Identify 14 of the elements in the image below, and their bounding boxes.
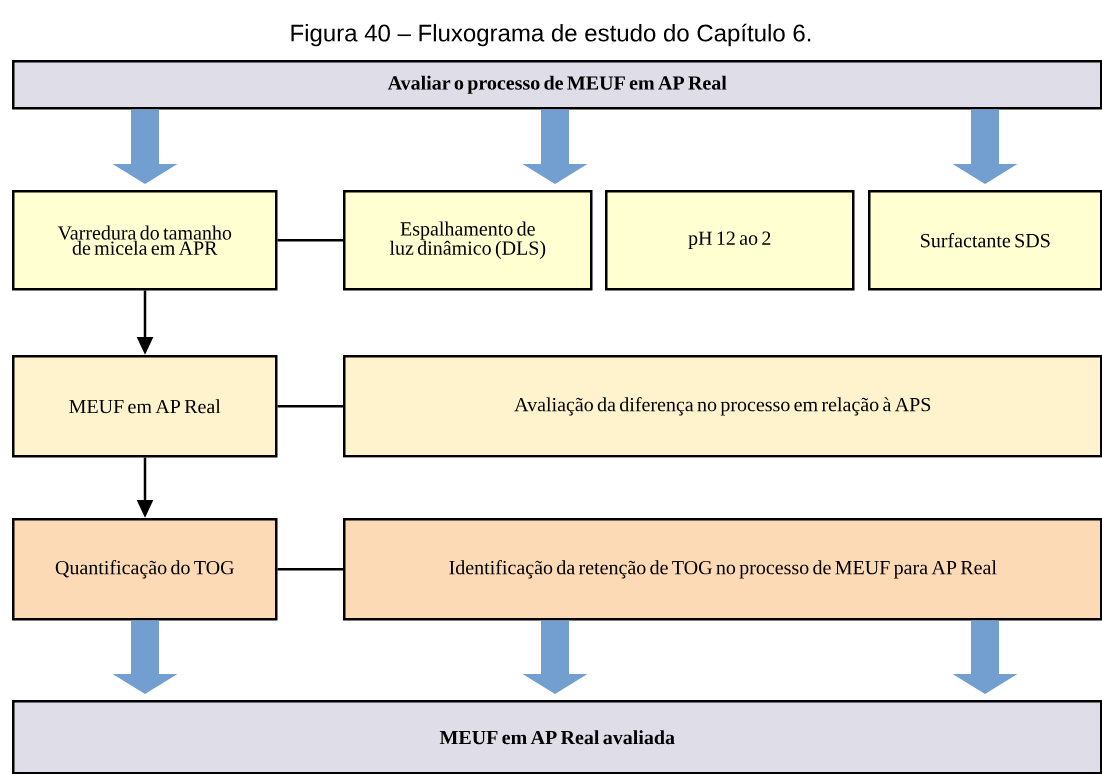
heading-bar: MEUF em AP Real avaliada [12, 700, 1102, 774]
figure-title: Figura 40 – Fluxograma de estudo do Capítulo 6. [291, 23, 811, 47]
process-box: pH 12 ao 2 [605, 190, 855, 291]
process-box: Espalhamento de luz dinâmico (DLS) [343, 190, 593, 291]
process-box: Avaliação da diferença no processo em relação à APS [343, 355, 1102, 458]
connector-line [277, 568, 343, 571]
connector-line [277, 239, 343, 242]
heading-bar: Avaliar o processo de MEUF em AP Real [12, 60, 1102, 110]
process-box: Varredura do tamanho de micela em APR [12, 190, 278, 291]
process-box: Quantificação do TOG [12, 518, 278, 621]
process-box: MEUF em AP Real [12, 355, 278, 458]
process-box: Identificação da retenção de TOG no processo de MEUF para AP Real [343, 518, 1102, 621]
connector-line [277, 405, 343, 408]
process-box: Surfactante SDS [868, 190, 1102, 291]
